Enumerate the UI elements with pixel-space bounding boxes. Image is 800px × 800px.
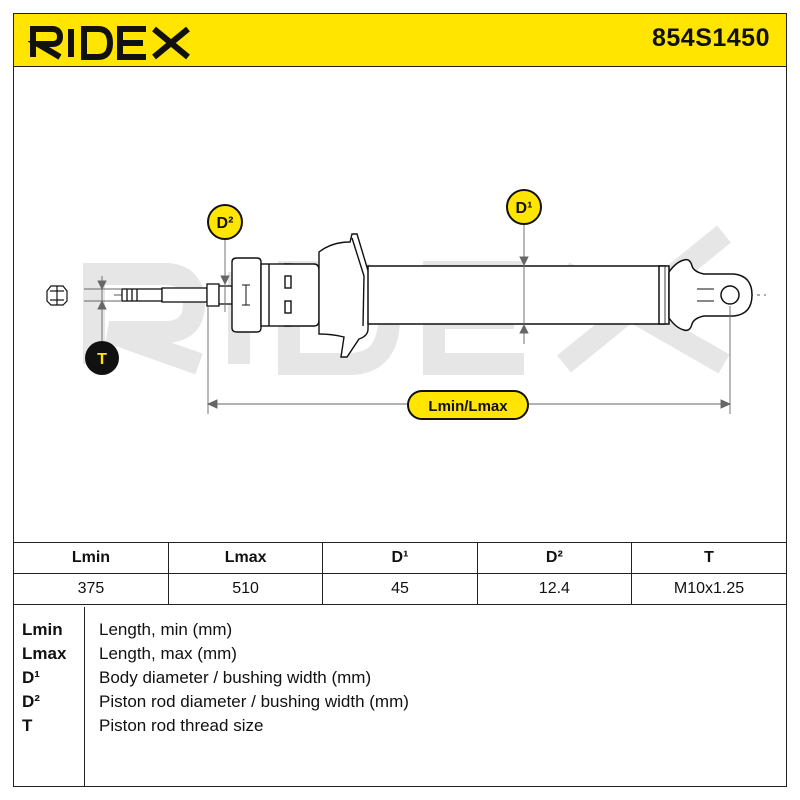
value-lmin: 375 <box>14 573 169 605</box>
value-t: M10x1.25 <box>631 573 786 605</box>
header-lmin: Lmin <box>14 542 169 574</box>
legend-desc: Piston rod diameter / bushing width (mm) <box>99 692 409 711</box>
legend-item: D¹ Body diameter / bushing width (mm) <box>14 668 786 692</box>
value-d2: 12.4 <box>476 573 633 605</box>
header-d2: D² <box>476 542 633 574</box>
d1-badge: D¹ <box>506 189 542 225</box>
legend-key: Lmax <box>22 644 67 663</box>
legend-desc: Body diameter / bushing width (mm) <box>99 668 372 687</box>
t-dimension <box>84 276 122 352</box>
legend-key: D² <box>22 692 40 711</box>
specs-header-row: Lmin Lmax D¹ D² T <box>14 542 786 574</box>
value-lmax: 510 <box>167 573 324 605</box>
t-badge: T <box>85 341 119 375</box>
part-number: 854S1450 <box>651 24 770 52</box>
t-label: T <box>97 351 107 368</box>
d2-badge: D² <box>207 204 243 240</box>
header-lmax: Lmax <box>167 542 324 574</box>
legend-item: Lmin Length, min (mm) <box>14 620 786 644</box>
d1-label: D¹ <box>516 200 533 217</box>
d2-label: D² <box>217 215 234 232</box>
shock-body <box>367 265 670 325</box>
legend-item: T Piston rod thread size <box>14 716 786 740</box>
d2-dimension <box>220 234 230 312</box>
header-bar: 854S1450 <box>14 14 786 67</box>
specs-value-row: 375 510 45 12.4 M10x1.25 <box>14 573 786 605</box>
d1-dimension <box>519 219 529 344</box>
legend: Lmin Length, min (mm) Lmax Length, max (… <box>14 607 786 786</box>
legend-divider <box>84 607 85 786</box>
legend-key: T <box>22 716 33 735</box>
header-t: T <box>631 542 786 574</box>
specs-table: Lmin Lmax D¹ D² T 375 510 45 12.4 M10x1.… <box>14 542 786 605</box>
legend-desc: Length, min (mm) <box>99 620 233 639</box>
ridex-logo <box>28 26 190 60</box>
nut-icon <box>46 285 68 306</box>
legend-item: D² Piston rod diameter / bushing width (… <box>14 692 786 716</box>
legend-key: D¹ <box>22 668 40 687</box>
legend-desc: Piston rod thread size <box>99 716 264 735</box>
top-mount <box>231 257 320 333</box>
legend-key: Lmin <box>22 620 63 639</box>
piston-rod <box>121 283 233 307</box>
product-sheet: 854S1450 <box>13 13 787 787</box>
legend-item: Lmax Length, max (mm) <box>14 644 786 668</box>
length-badge: Lmin/Lmax <box>407 390 529 420</box>
value-d1: 45 <box>322 573 478 605</box>
shock-absorber-drawing: D¹ D² T Lmin/Lmax <box>46 189 766 420</box>
legend-desc: Length, max (mm) <box>99 644 237 663</box>
length-label: Lmin/Lmax <box>428 398 508 415</box>
spring-seat-bracket <box>318 233 370 358</box>
bottom-eye-mount <box>668 258 753 332</box>
header-d1: D¹ <box>322 542 478 574</box>
